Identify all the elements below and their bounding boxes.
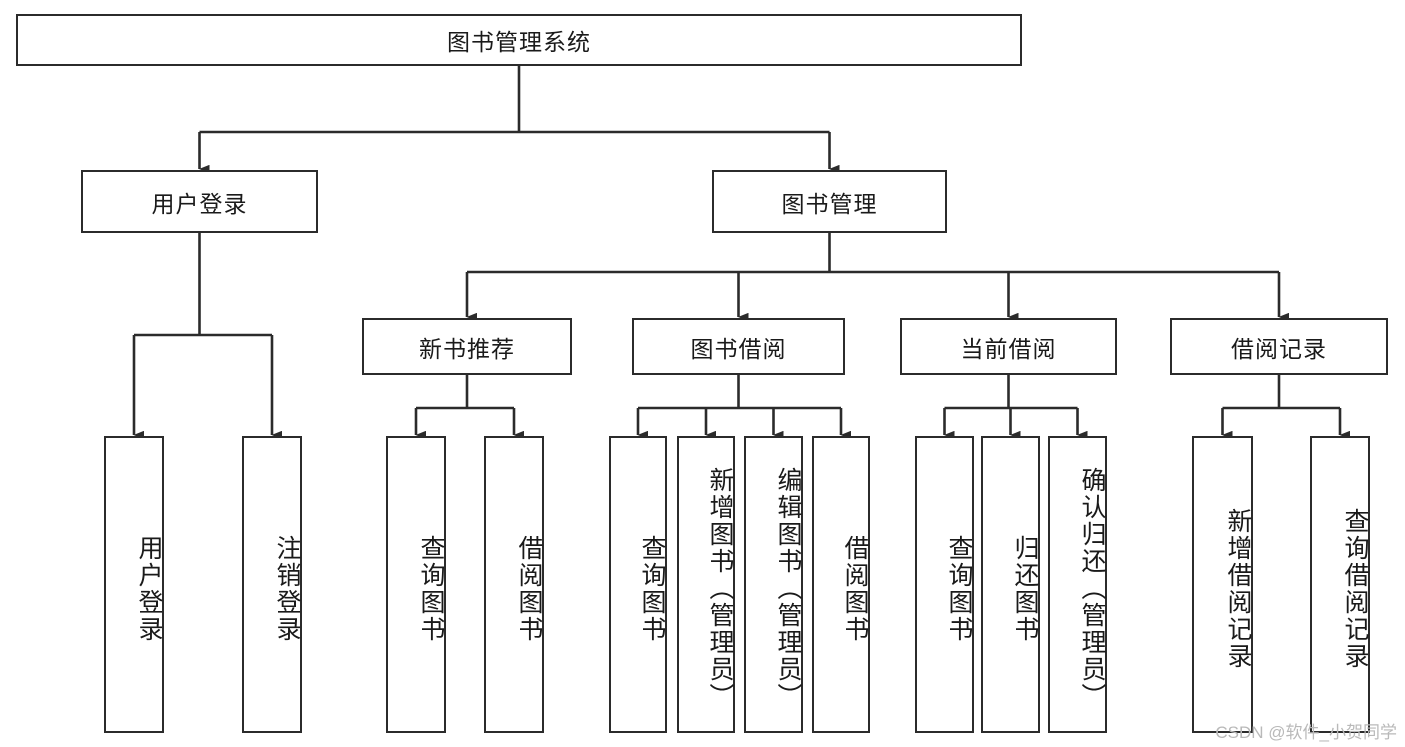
- node-leaf-query-book-rec[interactable]: 查询图书: [386, 436, 446, 733]
- node-borrow-record[interactable]: 借阅记录: [1170, 318, 1388, 375]
- node-label: 新增借阅记录: [1224, 507, 1252, 670]
- node-leaf-user-logout[interactable]: 注销登录: [242, 436, 302, 733]
- node-label: 新书推荐: [419, 335, 515, 362]
- node-label: 查询图书: [945, 534, 973, 643]
- node-leaf-user-login[interactable]: 用户登录: [104, 436, 164, 733]
- node-leaf-return-book[interactable]: 归还图书: [981, 436, 1040, 733]
- node-label: 借阅图书: [515, 534, 543, 643]
- node-leaf-query-book-borrow[interactable]: 查询图书: [609, 436, 667, 733]
- node-leaf-query-record[interactable]: 查询借阅记录: [1310, 436, 1370, 733]
- node-label: 当前借阅: [960, 335, 1057, 362]
- watermark-text: CSDN @软件_小贺同学: [1215, 723, 1397, 742]
- node-label: 归还图书: [1011, 534, 1039, 643]
- node-leaf-confirm-return[interactable]: 确认归还（管理员）: [1048, 436, 1107, 733]
- node-label: 图书管理: [781, 190, 878, 217]
- node-book-borrow[interactable]: 图书借阅: [632, 318, 845, 375]
- node-label: 注销登录: [273, 534, 301, 643]
- node-leaf-add-record[interactable]: 新增借阅记录: [1192, 436, 1253, 733]
- node-label: 编辑图书（管理员）: [774, 467, 802, 710]
- node-leaf-borrow-book-rec[interactable]: 借阅图书: [484, 436, 544, 733]
- node-label: 查询借阅记录: [1341, 507, 1369, 670]
- node-label: 借阅图书: [841, 534, 869, 643]
- node-leaf-borrow-book[interactable]: 借阅图书: [812, 436, 870, 733]
- node-new-book-rec[interactable]: 新书推荐: [362, 318, 572, 375]
- node-leaf-add-book[interactable]: 新增图书（管理员）: [677, 436, 735, 733]
- node-current-borrow[interactable]: 当前借阅: [900, 318, 1117, 375]
- node-label: 查询图书: [638, 534, 666, 643]
- node-book-manage[interactable]: 图书管理: [712, 170, 947, 233]
- node-root[interactable]: 图书管理系统: [16, 14, 1022, 66]
- node-leaf-edit-book[interactable]: 编辑图书（管理员）: [744, 436, 803, 733]
- node-label: 查询图书: [417, 534, 445, 643]
- node-label: 图书借阅: [690, 335, 787, 362]
- node-label: 图书管理系统: [447, 29, 591, 55]
- node-user-login[interactable]: 用户登录: [81, 170, 318, 233]
- node-label: 用户登录: [135, 534, 163, 643]
- node-label: 用户登录: [151, 190, 248, 217]
- node-label: 新增图书（管理员）: [706, 467, 734, 710]
- node-label: 借阅记录: [1231, 335, 1327, 362]
- node-leaf-query-book-cur[interactable]: 查询图书: [915, 436, 974, 733]
- node-label: 确认归还（管理员）: [1078, 467, 1106, 710]
